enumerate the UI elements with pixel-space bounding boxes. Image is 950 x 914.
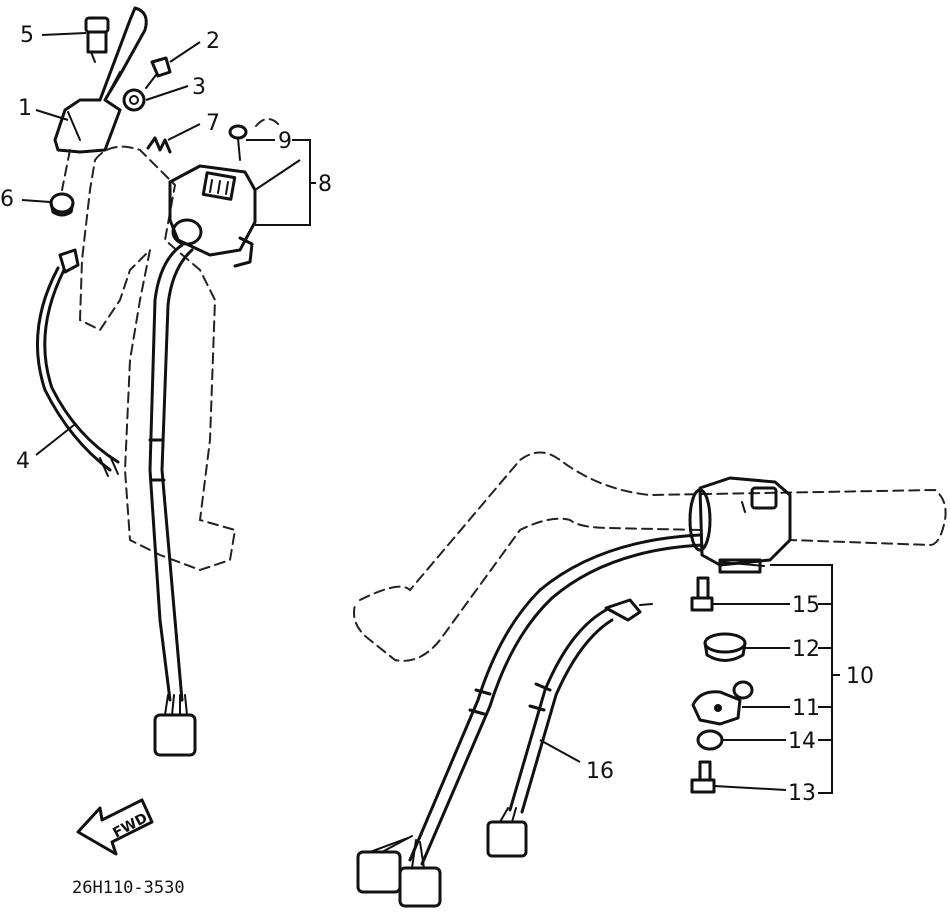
callout-line-5 xyxy=(41,32,87,36)
label-part-8: 8 xyxy=(318,172,332,197)
label-part-10: 10 xyxy=(846,664,874,689)
right-switch-connectors xyxy=(356,835,442,908)
callout-line-1 xyxy=(35,109,69,121)
label-part-7: 7 xyxy=(206,111,220,136)
callout-line-4 xyxy=(35,424,75,456)
label-part-2: 2 xyxy=(206,29,220,54)
bracket-8 xyxy=(254,139,316,226)
right-switch-wire-outer xyxy=(420,543,704,866)
left-switch-wire xyxy=(148,243,184,702)
switch-part-11 xyxy=(691,680,754,726)
dashed-guide-6 xyxy=(61,149,71,191)
callout-line-2 xyxy=(169,41,201,63)
collar-part-6 xyxy=(49,192,75,217)
label-part-6: 6 xyxy=(0,187,14,212)
label-part-5: 5 xyxy=(20,23,34,48)
label-part-3: 3 xyxy=(192,75,206,100)
spring-part-7 xyxy=(146,136,172,154)
label-part-13: 13 xyxy=(788,781,816,806)
right-handlebar-assembly: 15 12 10 11 14 16 13 xyxy=(353,451,947,908)
right-switch-housing xyxy=(688,476,792,574)
brake-switch-part-16 xyxy=(486,598,653,858)
dashed-guide-9 xyxy=(255,118,281,127)
switch-housing-part-8 xyxy=(168,164,257,268)
left-handlebar-assembly: 5 2 3 1 7 9 8 6 4 xyxy=(0,6,332,757)
label-part-16: 16 xyxy=(586,759,614,784)
label-part-11: 11 xyxy=(792,696,820,721)
screw-part-13 xyxy=(690,760,716,794)
right-handlebar-outline xyxy=(353,451,947,662)
callout-line-3 xyxy=(145,85,189,101)
bracket-10 xyxy=(770,564,840,794)
nut-part-3 xyxy=(122,88,146,112)
label-part-15: 15 xyxy=(792,593,820,618)
fwd-label: FWD xyxy=(110,810,150,841)
callout-line-13 xyxy=(713,785,787,791)
bolt-part-2 xyxy=(145,56,172,89)
bolt-part-5 xyxy=(84,16,110,63)
label-part-4: 4 xyxy=(16,449,30,474)
lever-highlight xyxy=(67,71,121,141)
ring-part-12 xyxy=(703,632,747,662)
screw-part-15 xyxy=(690,576,714,612)
label-part-14: 14 xyxy=(788,729,816,754)
left-handlebar-outline xyxy=(78,145,237,572)
left-switch-wire-outer xyxy=(160,248,194,702)
washer-part-14 xyxy=(696,729,724,751)
lever xyxy=(53,6,148,154)
label-part-12: 12 xyxy=(792,637,820,662)
clutch-switch-wire-part-4 xyxy=(36,248,120,477)
callout-line-6 xyxy=(21,199,51,203)
callout-line-7 xyxy=(167,123,201,141)
label-part-1: 1 xyxy=(18,96,32,121)
drawing-code: 26H110-3530 xyxy=(72,878,185,898)
right-switch-wire xyxy=(408,533,702,862)
label-part-9: 9 xyxy=(278,129,292,154)
callout-line-16 xyxy=(539,739,581,763)
left-switch-connector xyxy=(153,694,197,757)
screw-part-9 xyxy=(228,124,248,161)
forward-arrow: FWD xyxy=(76,798,154,856)
